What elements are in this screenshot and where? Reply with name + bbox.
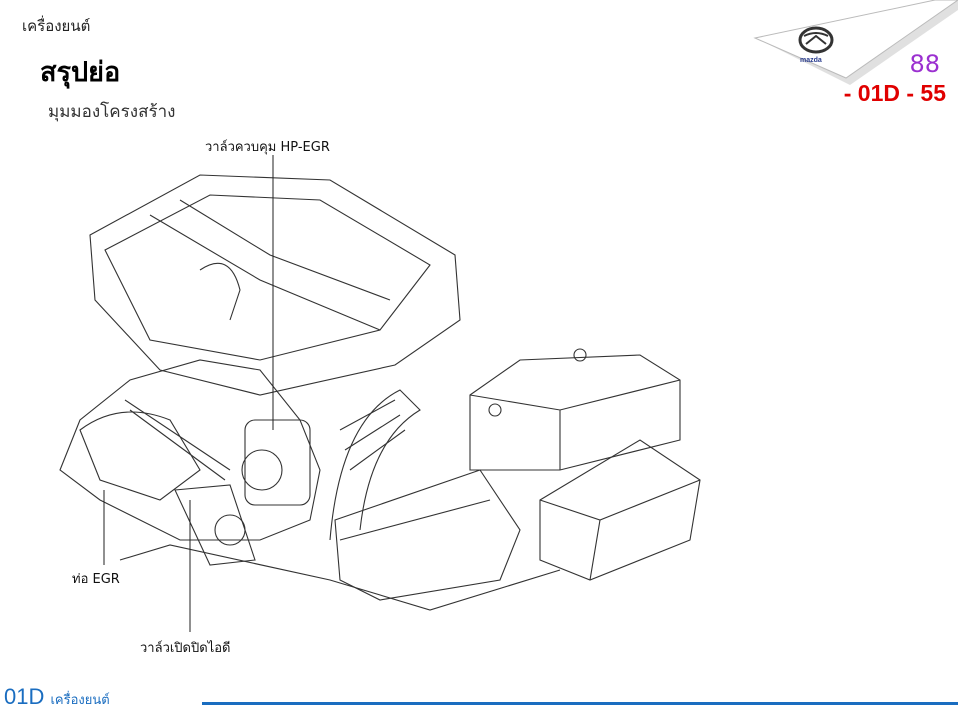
label-intake-shutter-valve: วาล์วเปิดปิดไอดี xyxy=(140,641,231,656)
section-label: เครื่องยนต์ xyxy=(22,17,91,35)
leader-lines xyxy=(103,155,274,632)
page-code: - 01D - 55 xyxy=(843,80,946,106)
svg-text:mazda: mazda xyxy=(800,57,822,64)
mazda-logo-banner: mazda xyxy=(753,0,958,85)
footer-divider xyxy=(202,702,958,705)
footer-section: เครื่องยนต์ xyxy=(50,692,110,707)
page-number: 88 xyxy=(909,50,940,78)
engine-line-art xyxy=(59,174,701,611)
footer-code-number: 01D xyxy=(4,684,45,709)
footer-code: 01D เครื่องยนต์ xyxy=(4,684,110,710)
label-hp-egr-valve: วาล์วควบคุม HP-EGR xyxy=(205,140,330,155)
label-egr-pipe: ท่อ EGR xyxy=(72,572,120,587)
page-title: สรุปย่อ xyxy=(40,57,121,88)
page-subtitle: มุมมองโครงสร้าง xyxy=(48,102,176,122)
